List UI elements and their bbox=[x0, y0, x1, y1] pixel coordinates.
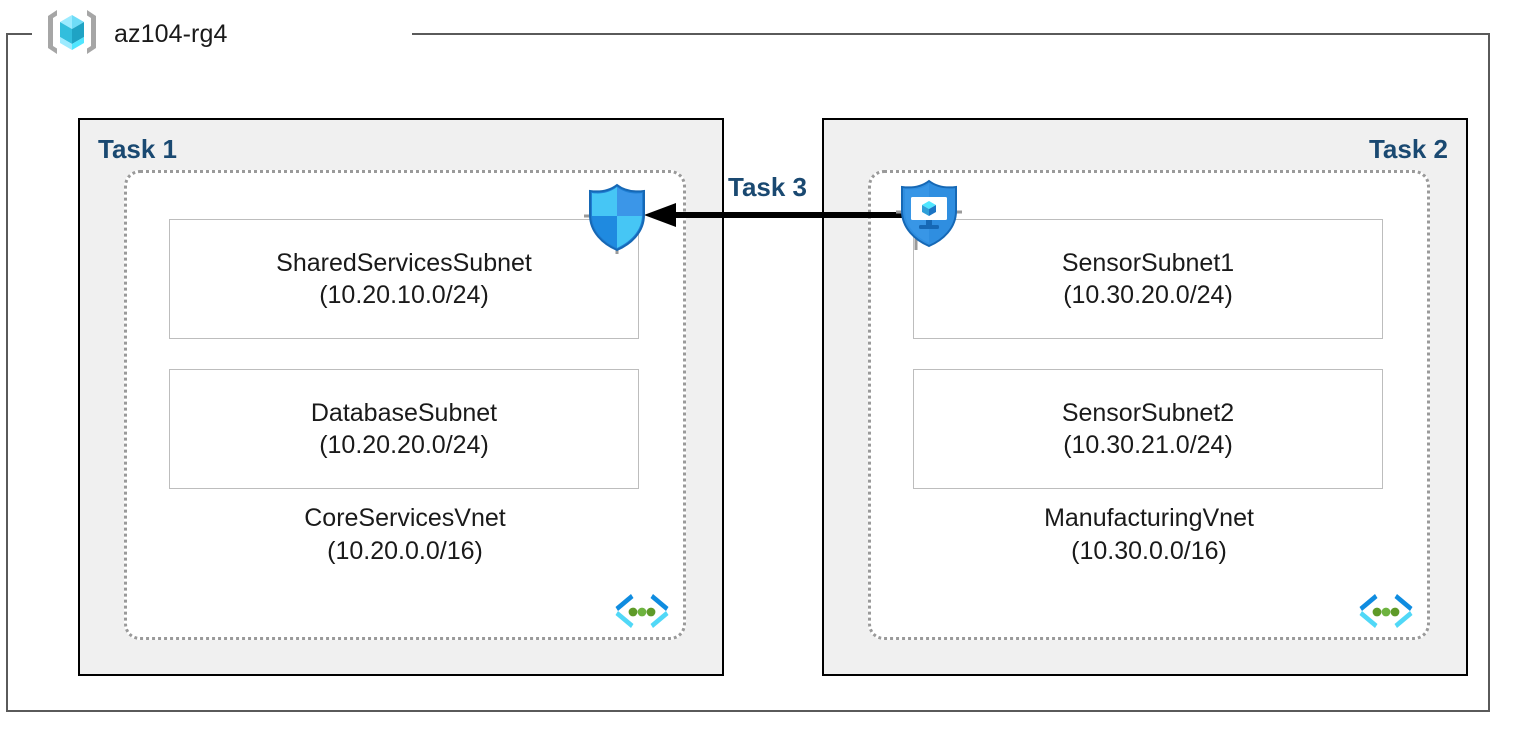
vnet-name: CoreServicesVnet bbox=[304, 504, 506, 532]
resource-group-cube-icon bbox=[44, 6, 100, 63]
subnet-sensor2: SensorSubnet2 (10.30.21.0/24) bbox=[913, 369, 1383, 489]
vnet-caption: CoreServicesVnet (10.20.0.0/16) bbox=[127, 503, 683, 566]
vnet-cidr: (10.30.0.0/16) bbox=[1071, 536, 1227, 565]
vnet-manufacturing-container: SensorSubnet1 (10.30.20.0/24) SensorSubn… bbox=[868, 170, 1430, 640]
vnet-name: ManufacturingVnet bbox=[1044, 504, 1254, 532]
subnet-sensor1: SensorSubnet1 (10.30.20.0/24) bbox=[913, 219, 1383, 339]
task-2-label: Task 2 bbox=[1368, 134, 1448, 164]
subnet-cidr: (10.30.20.0/24) bbox=[1063, 281, 1233, 309]
resource-group-boundary bbox=[6, 33, 1490, 712]
task-2-container: Task 2 SensorSubnet1 (10.30.20.0/24) Sen… bbox=[822, 118, 1468, 676]
subnet-name: SensorSubnet2 bbox=[1061, 398, 1235, 427]
subnet-cidr: (10.20.20.0/24) bbox=[319, 431, 489, 459]
task-1-container: Task 1 SharedServicesSubnet (10.20.10.0/… bbox=[78, 118, 724, 676]
vnet-caption: ManufacturingVnet (10.30.0.0/16) bbox=[871, 503, 1427, 566]
subnet-name: SensorSubnet1 bbox=[1061, 248, 1235, 277]
vnet-cidr: (10.20.0.0/16) bbox=[327, 536, 483, 565]
virtual-network-icon bbox=[611, 591, 673, 633]
subnet-database: DatabaseSubnet (10.20.20.0/24) bbox=[169, 369, 639, 489]
task-3-label: Task 3 bbox=[724, 172, 812, 203]
subnet-sharedservices: SharedServicesSubnet (10.20.10.0/24) bbox=[169, 219, 639, 339]
resource-group-title: az104-rg4 bbox=[114, 19, 228, 48]
task-1-label: Task 1 bbox=[98, 134, 178, 164]
virtual-network-icon bbox=[1355, 591, 1417, 633]
task-3-connection-arrow bbox=[640, 198, 912, 232]
subnet-name: SharedServicesSubnet bbox=[276, 248, 532, 277]
subnet-name: DatabaseSubnet bbox=[310, 398, 498, 427]
subnet-cidr: (10.30.21.0/24) bbox=[1063, 431, 1233, 459]
network-security-group-shield-icon bbox=[584, 182, 650, 254]
bastion-shield-icon bbox=[896, 178, 962, 250]
vnet-coreservices-container: SharedServicesSubnet (10.20.10.0/24) Dat… bbox=[124, 170, 686, 640]
subnet-cidr: (10.20.10.0/24) bbox=[319, 281, 489, 309]
resource-group-header: az104-rg4 bbox=[44, 6, 227, 62]
